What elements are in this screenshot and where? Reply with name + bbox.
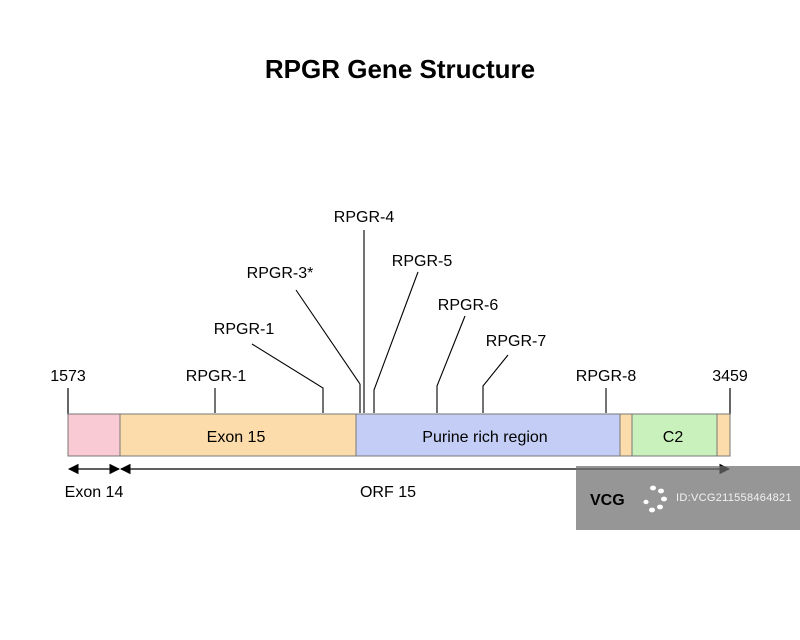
rpgr-3-label: RPGR-3* — [247, 265, 314, 282]
svg-text:VCG: VCG — [590, 492, 625, 509]
exon15-region — [119, 413, 357, 457]
spacer-region — [619, 413, 633, 457]
rpgr-6-label: RPGR-6 — [438, 297, 499, 314]
rpgr-5-leader — [373, 271, 419, 413]
rpgr-7-leader — [482, 354, 509, 413]
end-position-label: 3459 — [712, 368, 748, 385]
rpgr-1-upper-leader — [251, 343, 324, 413]
tail-region — [716, 413, 731, 457]
rpgr-1-upper-label: RPGR-1 — [214, 321, 275, 338]
rpgr-3-leader — [295, 289, 361, 385]
c2-label: C2 — [663, 429, 684, 446]
c2-region — [631, 413, 718, 457]
exon14-region — [67, 413, 121, 457]
exon15-label: Exon 15 — [207, 429, 266, 446]
purine-rich-region — [355, 413, 621, 457]
rpgr-6-leader — [436, 315, 466, 413]
rpgr-7-label: RPGR-7 — [486, 333, 547, 350]
exon14-span-label: Exon 14 — [65, 484, 124, 501]
rpgr-8-label: RPGR-8 — [576, 368, 637, 385]
purine-rich-label: Purine rich region — [422, 429, 547, 446]
page-title: RPGR Gene Structure — [264, 54, 536, 84]
orf15-span-label: ORF 15 — [360, 484, 416, 501]
watermark: VCG ID:VCG211558464821 — [576, 466, 800, 530]
rpgr-5-label: RPGR-5 — [392, 253, 453, 270]
start-position-label: 1573 — [50, 368, 86, 385]
watermark-id: ID:VCG211558464821 — [676, 492, 792, 504]
vcg-logo-icon: VCG — [590, 485, 667, 513]
rpgr-1-lower-label: RPGR-1 — [186, 368, 247, 385]
rpgr-4-label: RPGR-4 — [334, 209, 395, 226]
